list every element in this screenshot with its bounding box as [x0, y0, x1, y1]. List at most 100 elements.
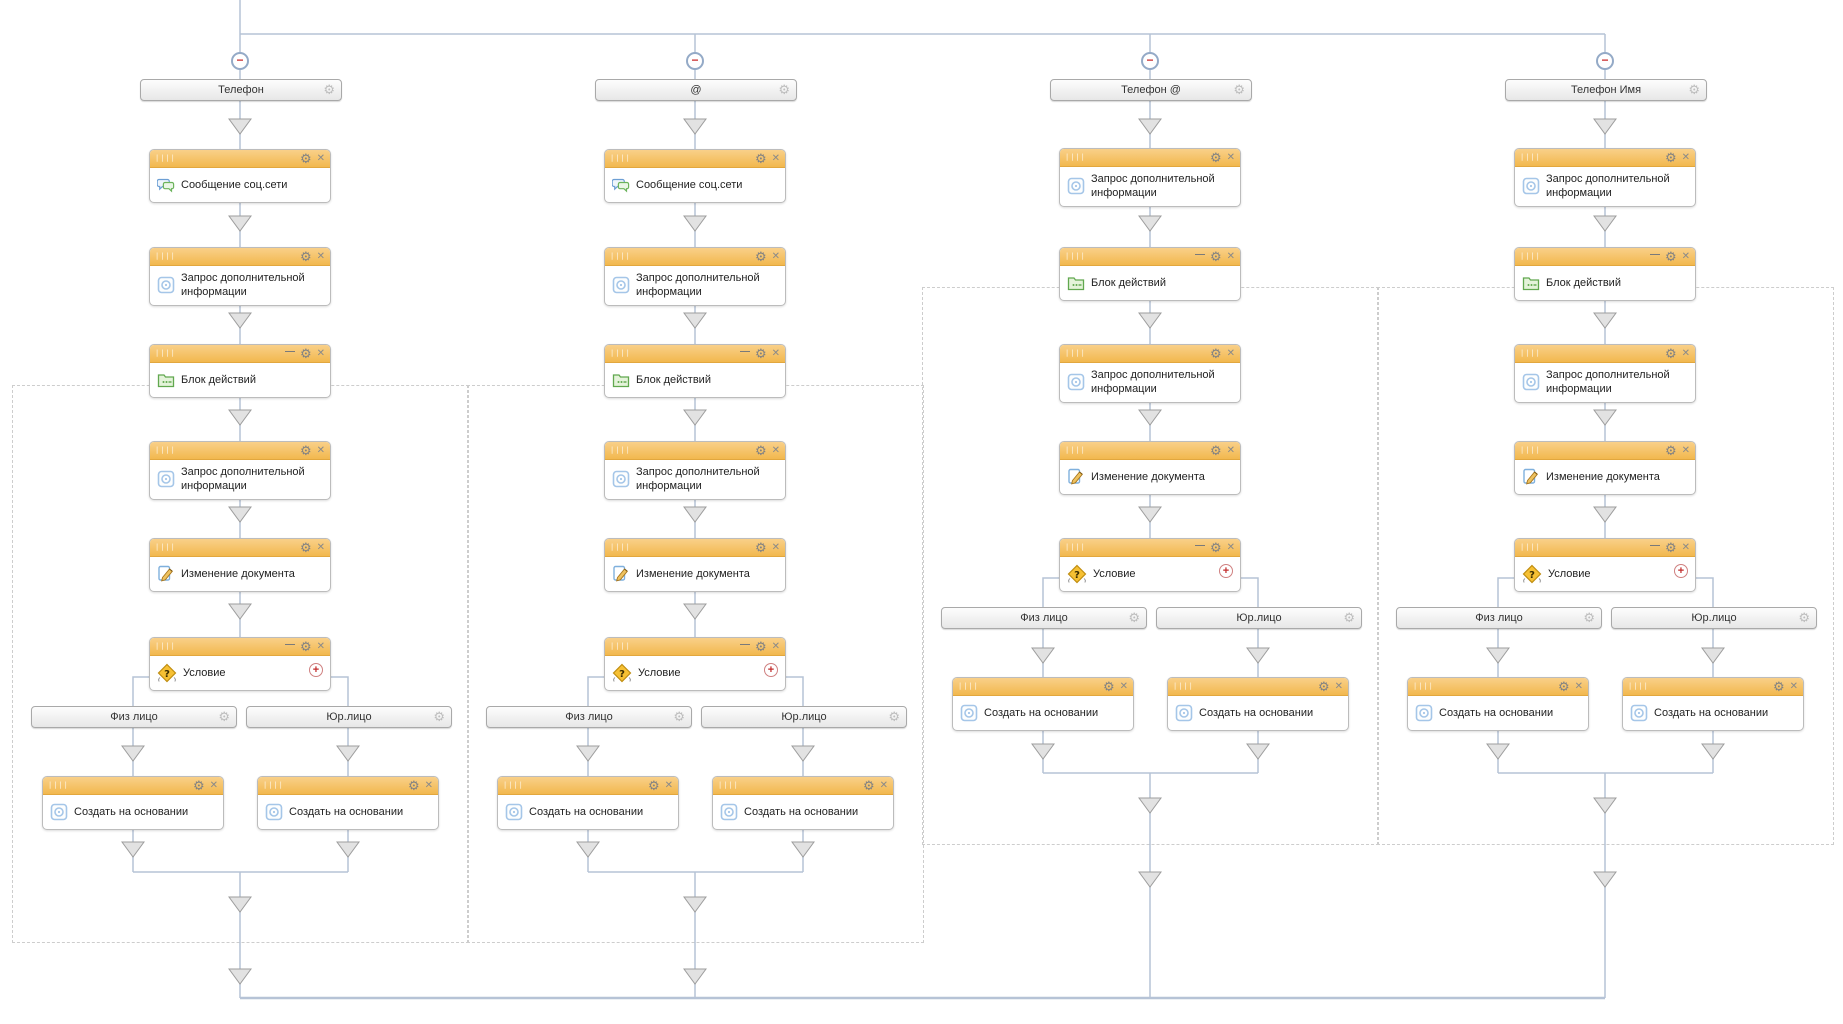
branch-label-individual[interactable]: Физ лицо⚙: [941, 607, 1147, 629]
column-label-phone-email[interactable]: Телефон @⚙: [1050, 79, 1252, 101]
settings-icon[interactable]: ⚙: [1557, 679, 1570, 694]
settings-icon[interactable]: ⚙: [433, 709, 445, 724]
activity-create-based[interactable]: ||||⚙✕Создать на основании: [257, 776, 439, 830]
settings-icon[interactable]: ⚙: [778, 82, 790, 97]
close-icon[interactable]: ✕: [316, 347, 325, 359]
collapse-branch-button[interactable]: −: [1141, 52, 1159, 70]
activity-edit-document[interactable]: ||||⚙✕Изменение документа: [149, 538, 331, 592]
settings-icon[interactable]: ⚙: [647, 778, 660, 793]
activity-header[interactable]: ||||⚙✕: [150, 539, 330, 557]
activity-create-based[interactable]: ||||⚙✕Создать на основании: [712, 776, 894, 830]
close-icon[interactable]: ✕: [1226, 250, 1235, 262]
close-icon[interactable]: ✕: [316, 250, 325, 262]
close-icon[interactable]: ✕: [771, 541, 780, 553]
collapse-branch-button[interactable]: −: [1596, 52, 1614, 70]
activity-header[interactable]: ||||—⚙✕: [605, 345, 785, 363]
settings-icon[interactable]: ⚙: [1209, 249, 1222, 264]
activity-request-info[interactable]: ||||⚙✕Запрос дополнительной информации: [604, 247, 786, 306]
activity-create-based[interactable]: ||||⚙✕Создать на основании: [1622, 677, 1804, 731]
column-label-email[interactable]: @⚙: [595, 79, 797, 101]
close-icon[interactable]: ✕: [316, 541, 325, 553]
settings-icon[interactable]: ⚙: [754, 249, 767, 264]
settings-icon[interactable]: ⚙: [1664, 249, 1677, 264]
drag-grip-icon[interactable]: ||||: [1065, 153, 1086, 161]
activity-header[interactable]: ||||⚙✕: [1168, 678, 1348, 696]
settings-icon[interactable]: ⚙: [299, 249, 312, 264]
activity-create-based[interactable]: ||||⚙✕Создать на основании: [497, 776, 679, 830]
activity-edit-document[interactable]: ||||⚙✕Изменение документа: [1059, 441, 1241, 495]
activity-request-info[interactable]: ||||⚙✕Запрос дополнительной информации: [604, 441, 786, 500]
settings-icon[interactable]: ⚙: [1317, 679, 1330, 694]
close-icon[interactable]: ✕: [1226, 541, 1235, 553]
branch-label-individual[interactable]: Физ лицо⚙: [1396, 607, 1602, 629]
settings-icon[interactable]: ⚙: [1583, 610, 1595, 625]
close-icon[interactable]: ✕: [1226, 151, 1235, 163]
settings-icon[interactable]: ⚙: [673, 709, 685, 724]
activity-header[interactable]: ||||—⚙✕: [150, 345, 330, 363]
drag-grip-icon[interactable]: ||||: [610, 349, 631, 357]
drag-grip-icon[interactable]: ||||: [1173, 682, 1194, 690]
drag-grip-icon[interactable]: ||||: [610, 252, 631, 260]
settings-icon[interactable]: ⚙: [1128, 610, 1140, 625]
add-condition-branch-button[interactable]: +: [1674, 564, 1688, 578]
activity-header[interactable]: ||||—⚙✕: [150, 638, 330, 656]
collapse-icon[interactable]: —: [284, 345, 295, 357]
close-icon[interactable]: ✕: [1226, 444, 1235, 456]
settings-icon[interactable]: ⚙: [299, 639, 312, 654]
drag-grip-icon[interactable]: ||||: [610, 446, 631, 454]
activity-action-block[interactable]: ||||—⚙✕Блок действий: [1514, 247, 1696, 301]
drag-grip-icon[interactable]: ||||: [1065, 252, 1086, 260]
settings-icon[interactable]: ⚙: [1688, 82, 1700, 97]
activity-header[interactable]: ||||⚙✕: [1623, 678, 1803, 696]
collapse-icon[interactable]: —: [1194, 248, 1205, 260]
activity-header[interactable]: |||| ⚙ ✕: [605, 539, 785, 557]
activity-condition[interactable]: ||||—⚙✕Условие+: [149, 637, 331, 691]
drag-grip-icon[interactable]: ||||: [1065, 446, 1086, 454]
drag-grip-icon[interactable]: ||||: [718, 781, 739, 789]
drag-grip-icon[interactable]: ||||: [610, 154, 631, 162]
activity-header[interactable]: ||||⚙✕: [605, 442, 785, 460]
add-condition-branch-button[interactable]: +: [764, 663, 778, 677]
activity-header[interactable]: ||||⚙✕: [1515, 442, 1695, 460]
close-icon[interactable]: ✕: [1681, 347, 1690, 359]
activity-header[interactable]: |||| — ⚙ ✕: [1060, 248, 1240, 266]
activity-request-info[interactable]: ||||⚙✕Запрос дополнительной информации: [149, 441, 331, 500]
settings-icon[interactable]: ⚙: [299, 540, 312, 555]
activity-header[interactable]: ||||—⚙✕: [605, 638, 785, 656]
settings-icon[interactable]: ⚙: [299, 151, 312, 166]
collapse-icon[interactable]: —: [1194, 539, 1205, 551]
activity-action-block[interactable]: ||||—⚙✕Блок действий: [149, 344, 331, 398]
activity-header[interactable]: ||||—⚙✕: [1515, 539, 1695, 557]
drag-grip-icon[interactable]: ||||: [1413, 682, 1434, 690]
drag-grip-icon[interactable]: ||||: [1520, 349, 1541, 357]
drag-grip-icon[interactable]: ||||: [48, 781, 69, 789]
drag-grip-icon[interactable]: ||||: [610, 543, 631, 551]
close-icon[interactable]: ✕: [1574, 680, 1583, 692]
close-icon[interactable]: ✕: [424, 779, 433, 791]
settings-icon[interactable]: ⚙: [754, 540, 767, 555]
branch-label-legal-entity[interactable]: Юр.лицо⚙: [1156, 607, 1362, 629]
close-icon[interactable]: ✕: [1226, 347, 1235, 359]
drag-grip-icon[interactable]: ||||: [155, 349, 176, 357]
activity-header[interactable]: ||||⚙✕: [713, 777, 893, 795]
activity-header[interactable]: ||||⚙✕: [953, 678, 1133, 696]
drag-grip-icon[interactable]: ||||: [958, 682, 979, 690]
activity-header[interactable]: |||| ⚙ ✕: [1408, 678, 1588, 696]
collapse-icon[interactable]: —: [1649, 248, 1660, 260]
settings-icon[interactable]: ⚙: [299, 443, 312, 458]
close-icon[interactable]: ✕: [209, 779, 218, 791]
settings-icon[interactable]: ⚙: [1209, 150, 1222, 165]
close-icon[interactable]: ✕: [771, 640, 780, 652]
settings-icon[interactable]: ⚙: [323, 82, 335, 97]
drag-grip-icon[interactable]: ||||: [1065, 543, 1086, 551]
activity-edit-document[interactable]: ||||⚙✕Изменение документа: [604, 538, 786, 592]
activity-condition[interactable]: ||||—⚙✕Условие+: [1514, 538, 1696, 592]
branch-label-individual[interactable]: Физ лицо⚙: [31, 706, 237, 728]
collapse-branch-button[interactable]: −: [686, 52, 704, 70]
column-label-phone-name[interactable]: Телефон Имя⚙: [1505, 79, 1707, 101]
activity-header[interactable]: ||||⚙✕: [1060, 442, 1240, 460]
settings-icon[interactable]: ⚙: [888, 709, 900, 724]
settings-icon[interactable]: ⚙: [407, 778, 420, 793]
settings-icon[interactable]: ⚙: [218, 709, 230, 724]
activity-create-based[interactable]: ||||⚙✕Создать на основании: [952, 677, 1134, 731]
